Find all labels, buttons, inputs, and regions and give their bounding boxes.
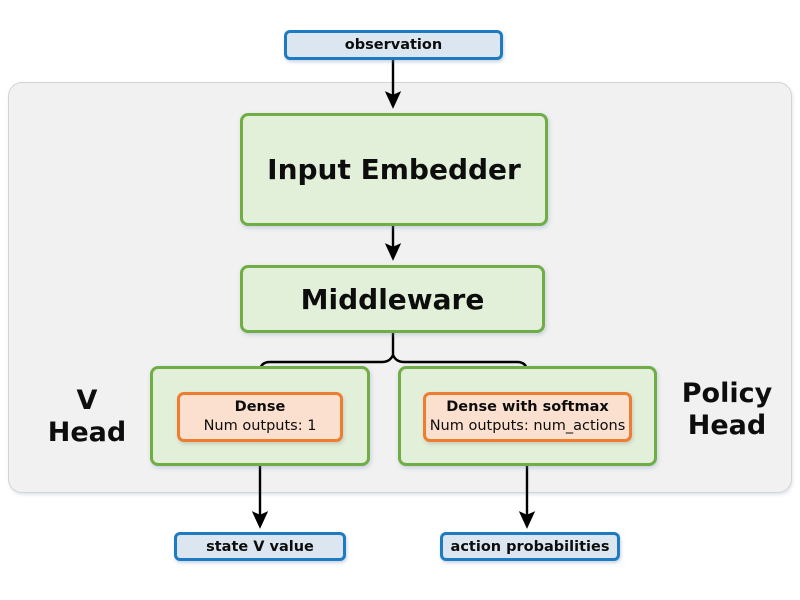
v-head-label: V Head xyxy=(28,385,146,450)
policy-head-dense-node[interactable]: Dense with softmax Num outputs: num_acti… xyxy=(423,392,632,442)
policy-head-label-line1: Policy xyxy=(681,378,773,409)
action-probabilities-label: action probabilities xyxy=(450,538,610,555)
middleware-node[interactable]: Middleware xyxy=(240,265,545,333)
policy-head-dense-title: Dense with softmax xyxy=(446,399,609,416)
v-head-label-line2: Head xyxy=(47,417,127,449)
input-embedder-node[interactable]: Input Embedder xyxy=(240,113,548,226)
input-embedder-label: Input Embedder xyxy=(267,153,521,186)
observation-label: observation xyxy=(344,37,443,53)
v-head-dense-subtitle: Num outputs: 1 xyxy=(203,418,317,434)
middleware-label: Middleware xyxy=(300,282,485,316)
state-v-value-label: state V value xyxy=(206,538,314,555)
action-probabilities-node[interactable]: action probabilities xyxy=(440,532,620,561)
observation-node[interactable]: observation xyxy=(284,30,503,60)
policy-head-label-line2: Head xyxy=(687,410,767,442)
v-head-label-line1: V xyxy=(76,385,98,416)
state-v-value-node[interactable]: state V value xyxy=(174,532,346,561)
v-head-dense-title: Dense xyxy=(234,399,286,416)
v-head-dense-node[interactable]: Dense Num outputs: 1 xyxy=(177,392,343,442)
policy-head-dense-subtitle: Num outputs: num_actions xyxy=(429,418,626,434)
policy-head-label: Policy Head xyxy=(662,378,792,443)
